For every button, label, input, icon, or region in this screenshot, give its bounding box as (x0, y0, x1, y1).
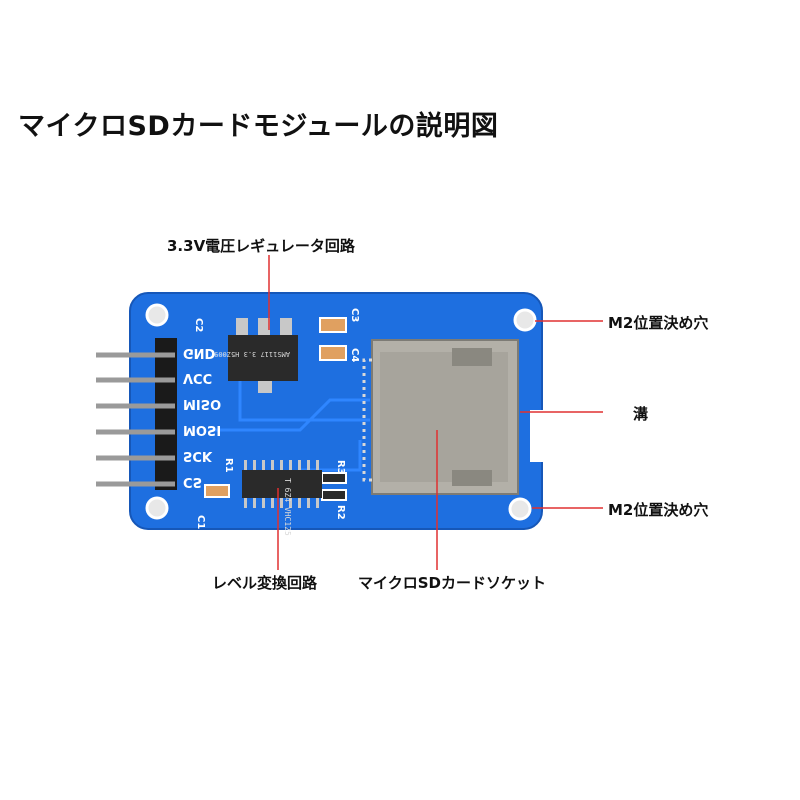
callout-hole-top: M2位置決め穴 (608, 314, 709, 332)
callout-level-shifter: レベル変換回路 (212, 574, 318, 592)
pin-header (96, 338, 177, 490)
voltage-regulator: AMS1117 3.3 H5Z009 (214, 318, 298, 393)
mounting-hole-top-right (513, 308, 537, 332)
silk-r2: R2 (335, 505, 346, 520)
pin-label-cs: CS (183, 474, 202, 489)
silk-c3: C3 (349, 308, 360, 322)
callout-sd-socket: マイクロSDカードソケット (358, 574, 546, 592)
pin-label-miso: MISO (183, 396, 221, 411)
regulator-marking: AMS1117 3.3 H5Z009 (214, 350, 290, 358)
page-title: マイクロSDカードモジュールの説明図 (18, 111, 499, 142)
pin-label-sck: SCK (183, 448, 213, 463)
silk-c2: C2 (193, 318, 204, 332)
mounting-hole-top-left (145, 303, 169, 327)
pin-label-gnd: GND (183, 345, 216, 360)
silk-c1: C1 (195, 515, 206, 529)
callout-regulator: 3.3V電圧レギュレータ回路 (167, 237, 355, 255)
silk-r3: R3 (335, 460, 346, 475)
mounting-hole-bottom-left (145, 496, 169, 520)
leader-lines (268, 255, 603, 570)
pin-label-vcc: VCC (183, 370, 212, 385)
callout-groove: 溝 (633, 405, 649, 423)
silk-c4: C4 (349, 348, 360, 362)
level-shifter-ic: T 6Z4 VHC125 (242, 460, 322, 536)
silk-r1: R1 (223, 458, 234, 473)
callout-hole-bottom: M2位置決め穴 (608, 501, 709, 519)
chip-marking: T 6Z4 VHC125 (283, 478, 292, 536)
mounting-hole-bottom-right (508, 497, 532, 521)
passive-components: C2 C3 C4 C1 R1 R2 R3 (193, 308, 360, 529)
sd-socket (362, 339, 519, 495)
pin-label-mosi: MOSI (183, 422, 221, 437)
pin-labels: GND VCC MISO MOSI SCK CS (183, 345, 221, 489)
groove-cutout (530, 410, 546, 462)
